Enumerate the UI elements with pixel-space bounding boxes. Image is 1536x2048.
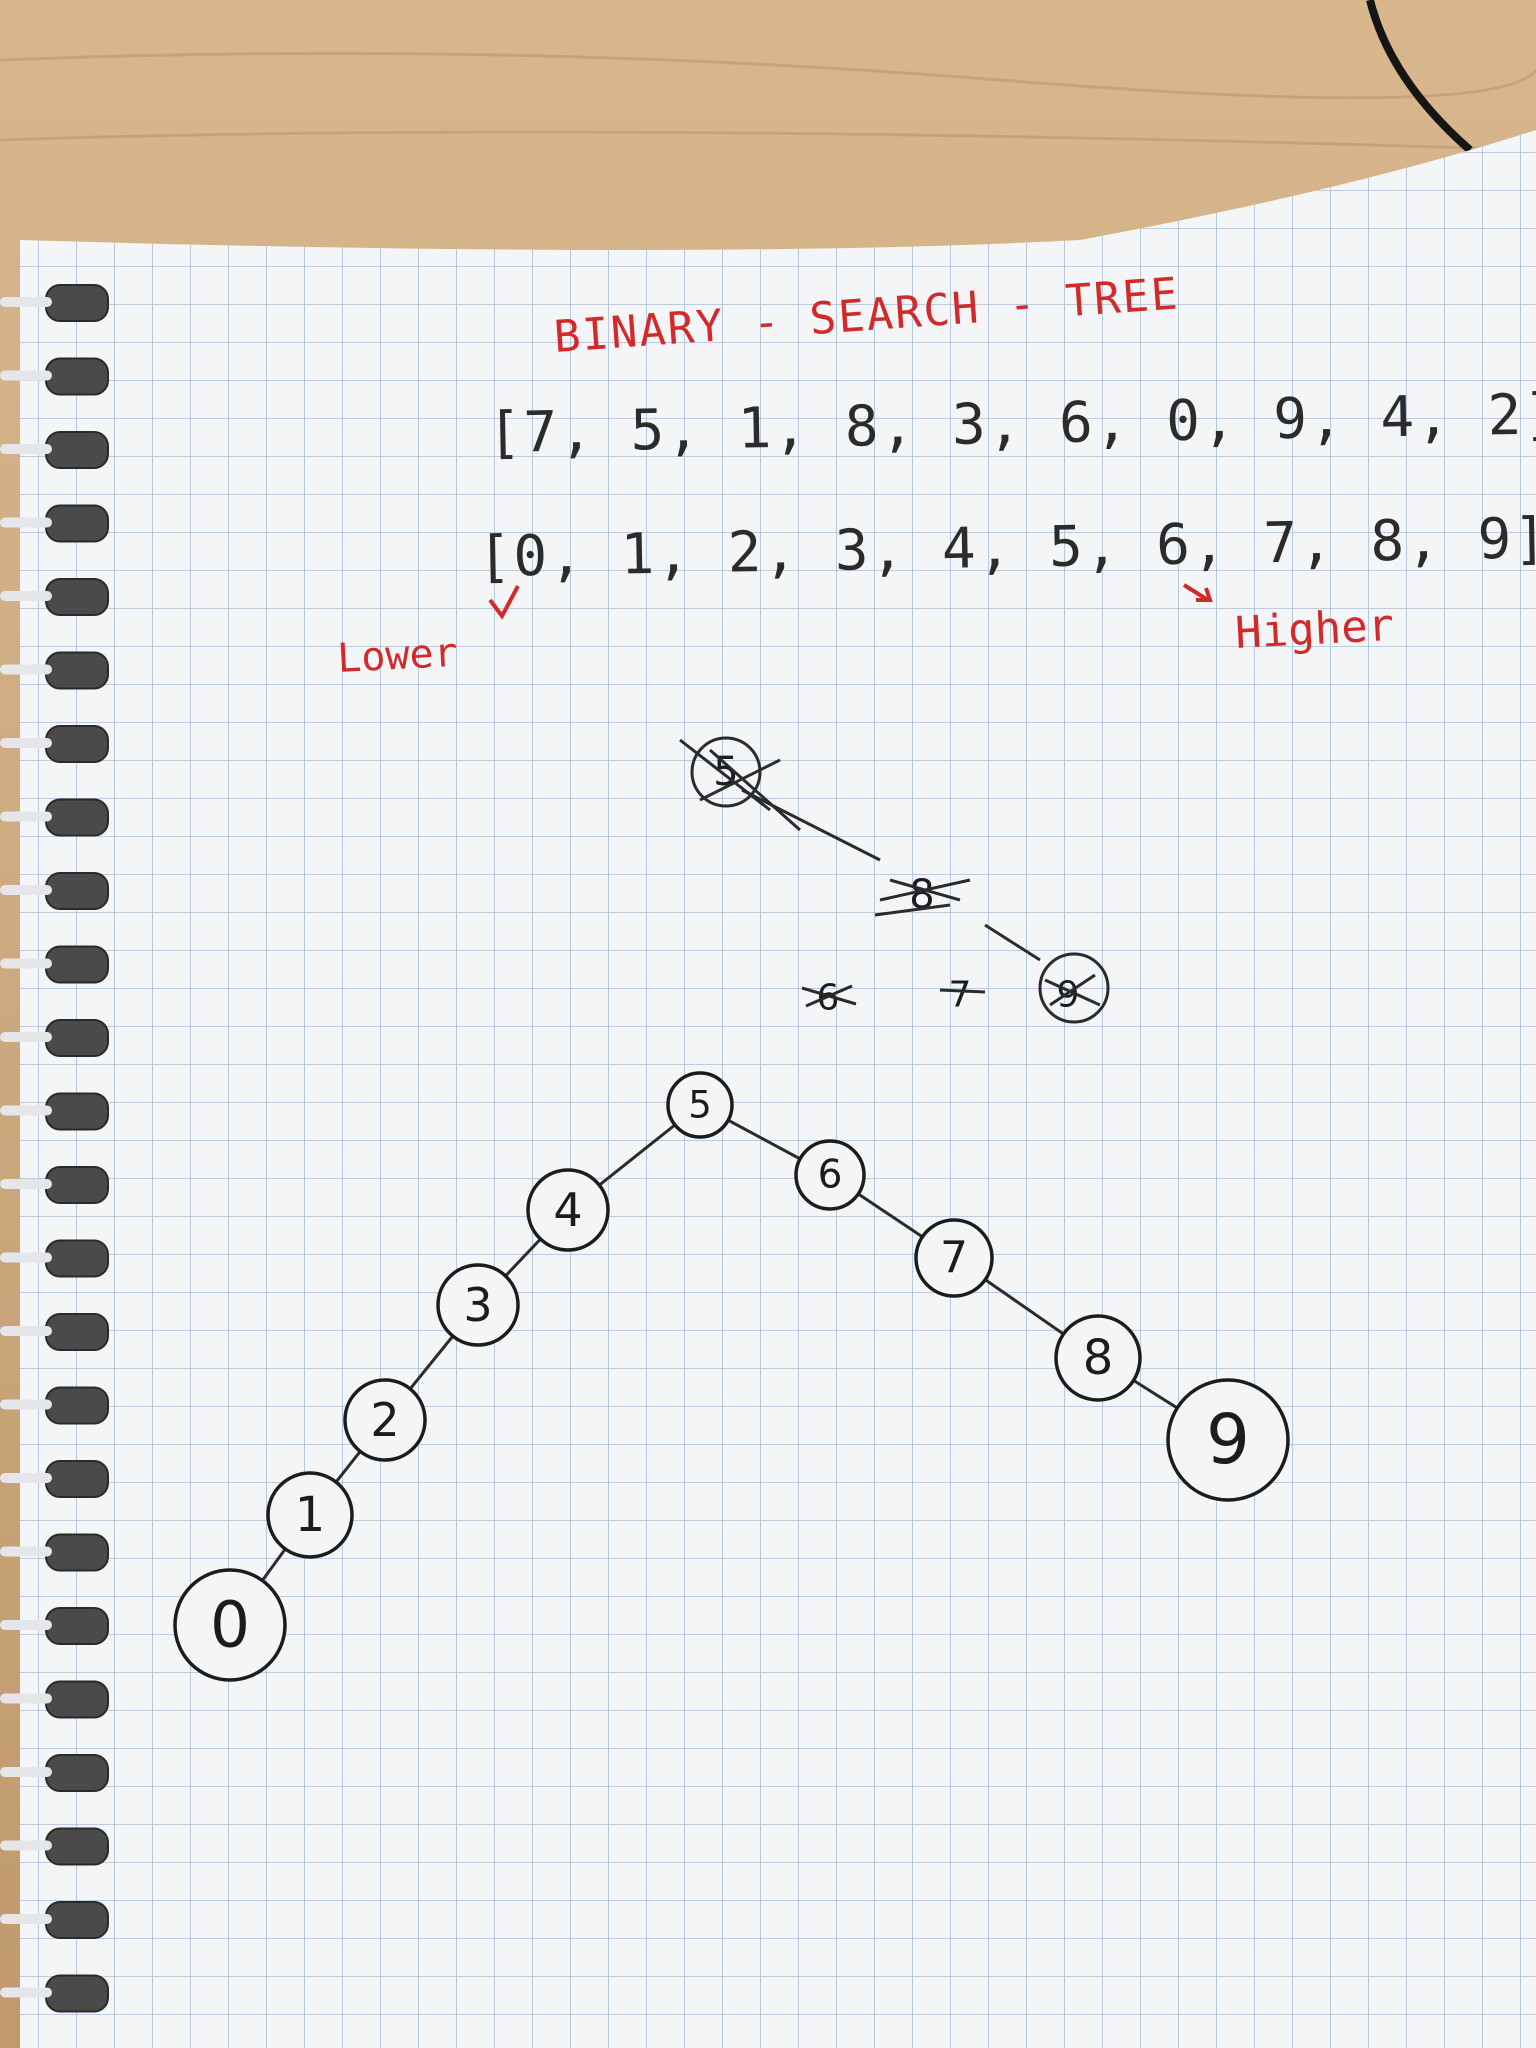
spiral-wire [0, 1620, 52, 1630]
tree-node-2-label: 2 [370, 1393, 399, 1447]
spiral-wire [0, 738, 52, 748]
spiral-ring [45, 1313, 109, 1351]
tree-node-1 [266, 1471, 354, 1559]
tree-node-4 [526, 1168, 610, 1252]
spiral-wire [0, 1105, 52, 1116]
tree-node-7-label: 7 [940, 1233, 968, 1284]
spiral-wire [0, 1252, 52, 1263]
spiral-ring [45, 1901, 109, 1939]
spiral-wire [0, 664, 52, 675]
tree-node-0 [173, 1568, 287, 1682]
scribbled-attempt: 5 8 6 7 9 [679, 736, 1110, 1024]
tree-nodes: 5 4 3 210 6 7 8 9 [173, 1071, 1290, 1682]
spiral-ring [45, 725, 109, 763]
lower-label: Lower [336, 630, 459, 682]
spiral-wire [0, 297, 52, 307]
tree-node-9 [1166, 1378, 1290, 1502]
spiral-ring [45, 1166, 109, 1204]
black-cable [1366, 0, 1473, 154]
spiral-wire [0, 1399, 52, 1410]
tree-node-3 [436, 1263, 520, 1347]
spiral-ring [45, 1827, 109, 1866]
spiral-wire [0, 370, 52, 381]
scribble-node-9-label: 9 [1057, 975, 1080, 1016]
spiral-ring [45, 357, 109, 396]
desk-grain [0, 51, 1536, 152]
spiral-ring [45, 1754, 109, 1792]
spiral-ring [45, 1680, 109, 1719]
spiral-wire [0, 1840, 52, 1851]
spiral-ring [45, 1974, 109, 2013]
spiral-wire [0, 1767, 52, 1777]
scribble-cross-9 [1044, 973, 1101, 1007]
spiral-ring [45, 504, 109, 543]
spiral-ring [45, 284, 109, 322]
scribble-node-5 [690, 736, 762, 808]
spiral-ring [45, 1460, 109, 1498]
spiral-binding [0, 284, 109, 2013]
spiral-ring [45, 945, 109, 984]
tree-node-6-label: 6 [818, 1153, 843, 1198]
grid-lines [20, 130, 1536, 2048]
spiral-wire [0, 444, 52, 454]
tree-node-5-label: 5 [688, 1084, 712, 1127]
lower-check-mark [488, 585, 520, 620]
higher-arrow [1182, 583, 1213, 602]
scribble-node-9 [1038, 952, 1110, 1024]
tree-node-4-label: 4 [553, 1183, 582, 1237]
spiral-wire [0, 1693, 52, 1704]
spiral-wire [0, 1546, 52, 1557]
spiral-wire [0, 1987, 52, 1998]
spiral-ring [45, 1239, 109, 1278]
spiral-ring [45, 1019, 109, 1057]
scribble-cross-8 [874, 878, 971, 917]
spiral-ring [45, 1386, 109, 1425]
tree-node-6 [794, 1139, 866, 1211]
scribble-cross-6 [801, 984, 857, 1008]
spiral-ring [45, 578, 109, 616]
spiral-ring [45, 1533, 109, 1572]
tree-node-1-label: 1 [295, 1487, 326, 1543]
spiral-ring [45, 1092, 109, 1131]
spiral-wire [0, 1326, 52, 1336]
tree-node-0-label: 0 [210, 1589, 250, 1662]
spiral-ring [45, 431, 109, 469]
higher-label: Higher [1234, 600, 1395, 659]
tree-node-2 [343, 1378, 427, 1462]
scribble-edge-1 [741, 788, 881, 862]
scribble-cross-5 [679, 738, 801, 832]
tree-node-5 [666, 1071, 734, 1139]
spiral-wire [0, 958, 52, 969]
spiral-wire [0, 885, 52, 895]
scribble-edge-2 [984, 923, 1041, 962]
spiral-wire [0, 1179, 52, 1189]
scribble-node-7-label: 7 [949, 975, 972, 1016]
spiral-wire [0, 1473, 52, 1483]
tree-node-3-label: 3 [463, 1278, 492, 1332]
spiral-ring [45, 1607, 109, 1645]
tree-node-8-label: 8 [1083, 1330, 1114, 1386]
spiral-wire [0, 811, 52, 822]
spiral-wire [0, 1914, 52, 1924]
scribble-cross-7 [939, 988, 986, 994]
spiral-ring [45, 798, 109, 837]
tree-node-9-label: 9 [1206, 1400, 1250, 1480]
spiral-wire [0, 591, 52, 601]
spiral-wire [0, 1032, 52, 1042]
tree-node-7 [914, 1218, 994, 1298]
spiral-wire [0, 517, 52, 528]
tree-node-8 [1054, 1314, 1142, 1402]
spiral-ring [45, 872, 109, 910]
spiral-ring [45, 651, 109, 690]
